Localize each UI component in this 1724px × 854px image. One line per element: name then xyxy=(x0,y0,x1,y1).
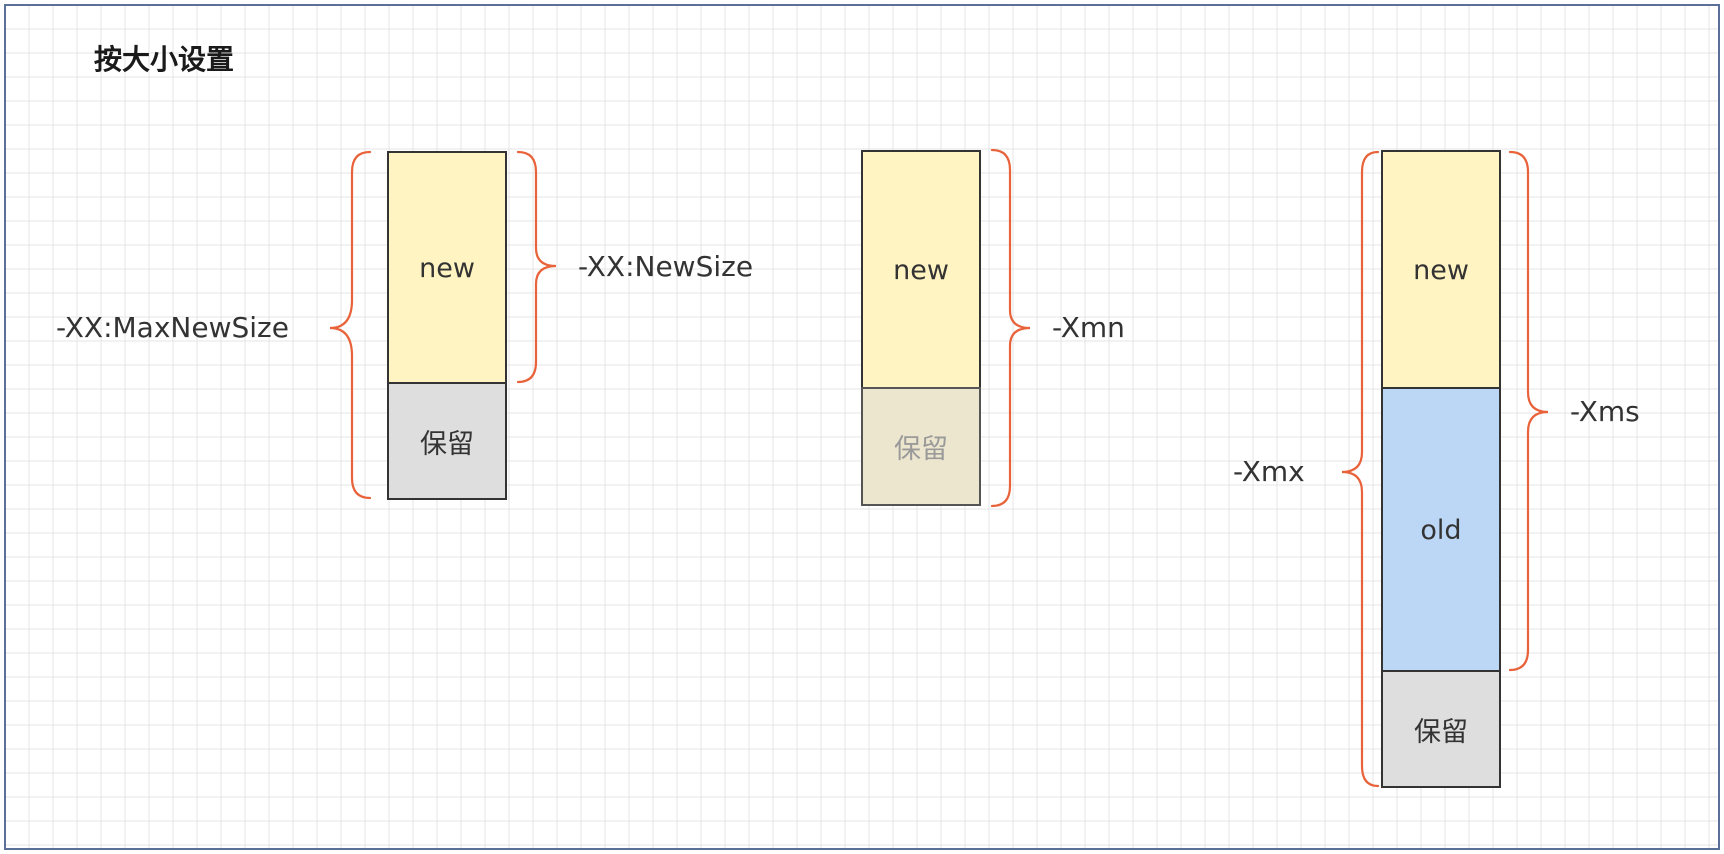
new-generation-block: new xyxy=(1381,150,1501,388)
xmx-label: -Xmx xyxy=(1233,455,1305,488)
max-new-size-label: -XX:MaxNewSize xyxy=(56,311,289,344)
brace-max-new-size xyxy=(329,150,372,500)
reserved-block: 保留 xyxy=(1381,670,1501,788)
new-generation-block: new xyxy=(861,150,981,388)
brace-new-size xyxy=(516,150,557,384)
brace-xms xyxy=(1508,150,1549,672)
new-size-label: -XX:NewSize xyxy=(578,250,754,283)
brace-xmn xyxy=(990,148,1031,508)
brace-xmx xyxy=(1341,150,1380,788)
xms-label: -Xms xyxy=(1570,395,1640,428)
old-generation-block: old xyxy=(1381,387,1501,671)
reserved-block: 保留 xyxy=(387,382,507,500)
reserved-block: 保留 xyxy=(861,387,981,506)
canvas-frame xyxy=(4,4,1720,850)
page-title: 按大小设置 xyxy=(94,43,235,76)
new-generation-block: new xyxy=(387,151,507,383)
xmn-label: -Xmn xyxy=(1052,311,1125,344)
